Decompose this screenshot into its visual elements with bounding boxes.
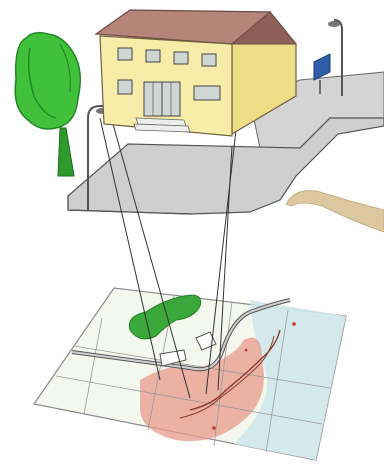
- tree-icon: [15, 33, 80, 176]
- map-sheet-icon: [34, 288, 346, 460]
- dirt-path: [286, 191, 384, 233]
